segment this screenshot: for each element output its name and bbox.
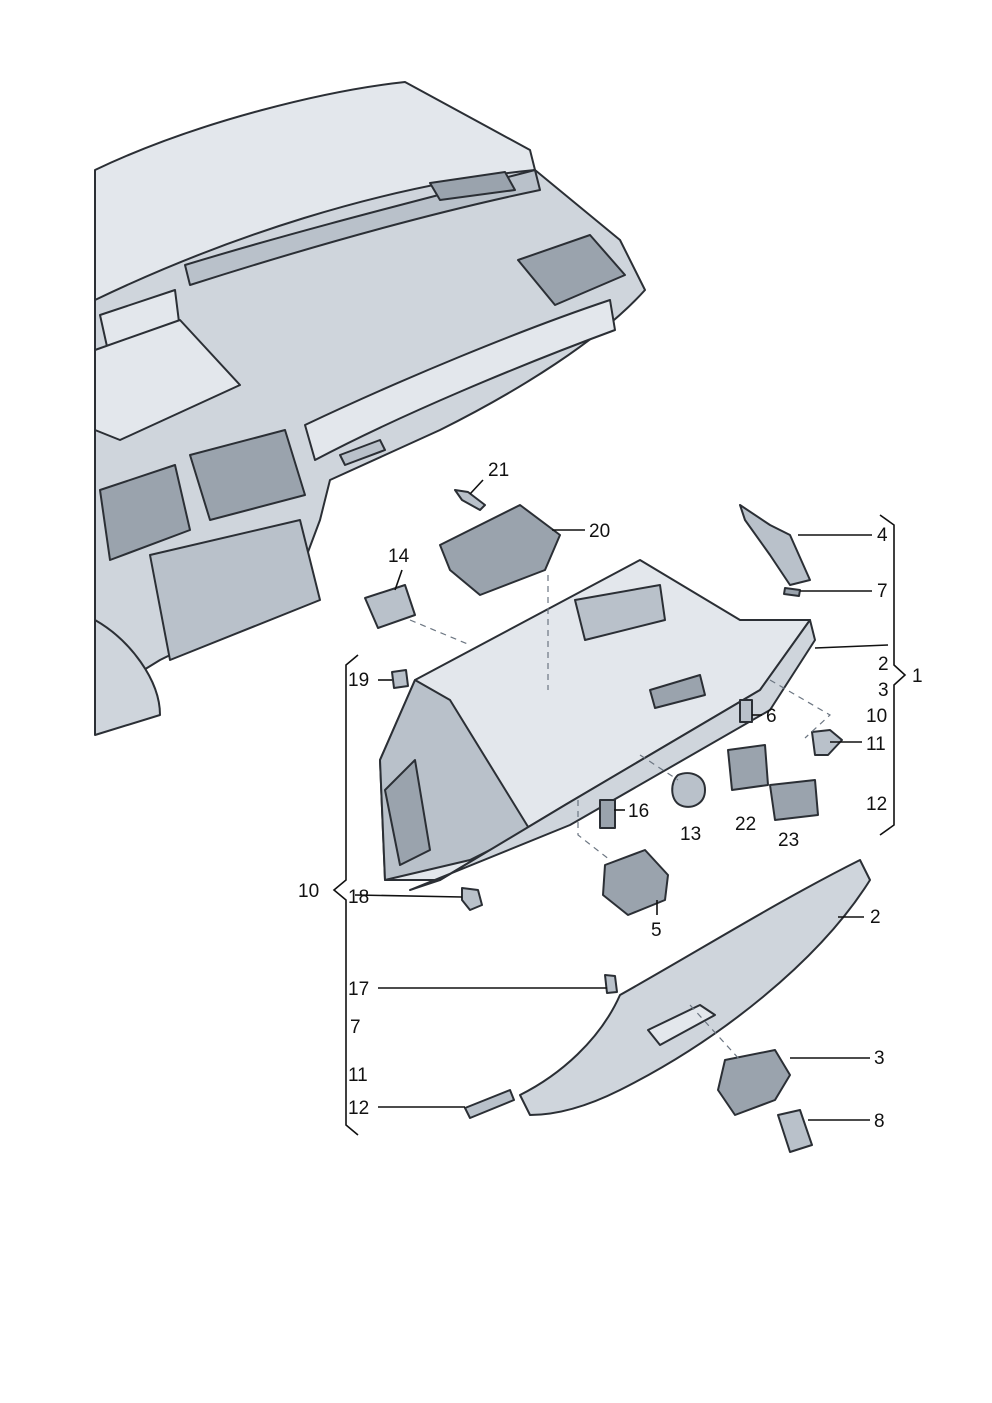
part-6-screw (739, 699, 753, 723)
group-brackets (332, 514, 907, 1136)
callout-4: 4 (877, 525, 888, 546)
glove-box (379, 559, 816, 891)
part-4-damper (739, 504, 811, 586)
callout-2: 2 (878, 654, 889, 675)
callout-21: 21 (488, 460, 509, 481)
part-5-socket (602, 849, 669, 916)
callout-12: 12 (866, 794, 887, 815)
callout-22: 22 (735, 814, 756, 835)
part-7-pin (783, 587, 801, 597)
callout-13: 13 (680, 824, 701, 845)
part-18-bolt (461, 887, 483, 911)
part-21-screw (454, 489, 486, 511)
part-11-catch (811, 729, 843, 756)
leader-lines (354, 479, 889, 1121)
part-13-cap (671, 772, 706, 808)
part-12-pin (464, 1089, 515, 1119)
callout-3: 3 (874, 1048, 885, 1069)
callout-7: 7 (877, 581, 888, 602)
part-8-cylinder (777, 1109, 813, 1153)
callout-3: 3 (878, 680, 889, 701)
callout-20: 20 (589, 521, 610, 542)
part-19-clip (391, 669, 409, 689)
callout-11: 11 (866, 734, 886, 755)
callout-12: 12 (348, 1098, 369, 1119)
part-14-light (364, 584, 416, 629)
callout-16: 16 (628, 801, 649, 822)
callout-18: 18 (348, 887, 369, 908)
callout-1: 1 (912, 666, 923, 687)
dashboard-assembly (94, 81, 646, 736)
part-22-switch (727, 744, 769, 791)
callout-2: 2 (870, 907, 881, 928)
callout-8: 8 (874, 1111, 885, 1132)
part-16-plate (599, 799, 616, 829)
part-20-bracket (439, 504, 561, 596)
glove-box-lid (519, 859, 871, 1116)
callout-11: 11 (348, 1065, 368, 1086)
callout-17: 17 (348, 979, 369, 1000)
callout-7: 7 (350, 1017, 361, 1038)
callout-14: 14 (388, 546, 410, 567)
callout-labels: 21 20 14 4 7 2 1 3 10 19 6 11 16 13 22 2… (298, 460, 923, 1132)
callout-10: 10 (866, 706, 887, 727)
callout-10: 10 (298, 881, 319, 902)
callout-6: 6 (766, 706, 777, 727)
callout-5: 5 (651, 920, 662, 941)
callout-23: 23 (778, 830, 799, 851)
part-3-lock (717, 1049, 791, 1116)
callout-19: 19 (348, 670, 369, 691)
small-parts (364, 489, 843, 1153)
part-23-switch (769, 779, 819, 821)
part-17-screw (604, 974, 618, 994)
assembly-lines (409, 575, 832, 1061)
